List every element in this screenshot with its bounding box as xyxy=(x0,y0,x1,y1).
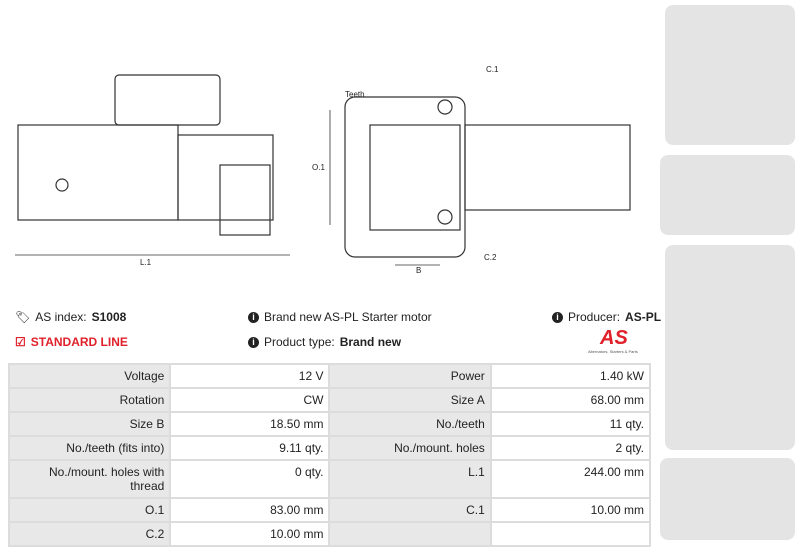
spec-value: 68.00 mm xyxy=(489,387,652,413)
spec-key: O.1 xyxy=(7,497,172,523)
spec-key xyxy=(328,521,492,547)
product-photo-top[interactable] xyxy=(660,458,795,540)
spec-key: No./teeth xyxy=(328,411,492,437)
spec-key: No./mount. holes xyxy=(328,435,492,461)
checkbox-icon: ☑ xyxy=(15,335,26,349)
spec-key: L.1 xyxy=(328,459,492,499)
spec-value: 18.50 mm xyxy=(169,411,331,437)
spec-key: Power xyxy=(328,363,492,389)
spec-value: 244.00 mm xyxy=(489,459,652,499)
info-icon: i xyxy=(248,336,259,348)
spec-key: Rotation xyxy=(7,387,172,413)
spec-key: Voltage xyxy=(7,363,172,389)
spec-key: Size B xyxy=(7,411,172,437)
label-l1: L.1 xyxy=(140,258,152,267)
spec-key: C.1 xyxy=(328,497,492,523)
logo-tagline: Alternators, Starters & Parts xyxy=(588,349,638,354)
spec-value: 10.00 mm xyxy=(489,497,652,523)
info-icon: i xyxy=(248,311,259,323)
spec-value: CW xyxy=(169,387,331,413)
spec-key: C.2 xyxy=(7,521,172,547)
spec-value: 9.11 qty. xyxy=(169,435,331,461)
label-c2: C.2 xyxy=(484,253,497,262)
spec-value: 10.00 mm xyxy=(169,521,331,547)
spec-key: No./teeth (fits into) xyxy=(7,435,172,461)
technical-drawing xyxy=(15,74,631,266)
spec-value: 1.40 kW xyxy=(489,363,652,389)
label-o1: O.1 xyxy=(312,163,325,172)
as-pl-logo: AS xyxy=(600,327,628,349)
label-teeth: Teeth xyxy=(345,90,365,99)
motor-body xyxy=(17,124,179,221)
standard-line-badge: ☑STANDARD LINE xyxy=(15,335,128,349)
product-photo-front[interactable] xyxy=(665,5,795,145)
spec-row: No./teeth (fits into)9.11 qty.No./mount.… xyxy=(7,435,652,461)
as-index: 🏷 AS index:S1008 xyxy=(15,310,127,324)
product-photo-side[interactable] xyxy=(660,155,795,235)
spec-value xyxy=(489,521,652,547)
spec-value: 2 qty. xyxy=(489,435,652,461)
spec-value: 83.00 mm xyxy=(169,497,331,523)
spec-key: No./mount. holes with thread xyxy=(7,459,172,499)
spec-value: 12 V xyxy=(169,363,331,389)
spec-value: 0 qty. xyxy=(169,459,331,499)
info-icon: i xyxy=(552,311,563,323)
tag-icon: 🏷 xyxy=(15,310,31,324)
spec-key: Size A xyxy=(328,387,492,413)
label-b: B xyxy=(416,266,422,275)
product-photo-rear[interactable] xyxy=(665,245,795,450)
label-c1: C.1 xyxy=(486,65,499,74)
spec-value: 11 qty. xyxy=(489,411,652,437)
